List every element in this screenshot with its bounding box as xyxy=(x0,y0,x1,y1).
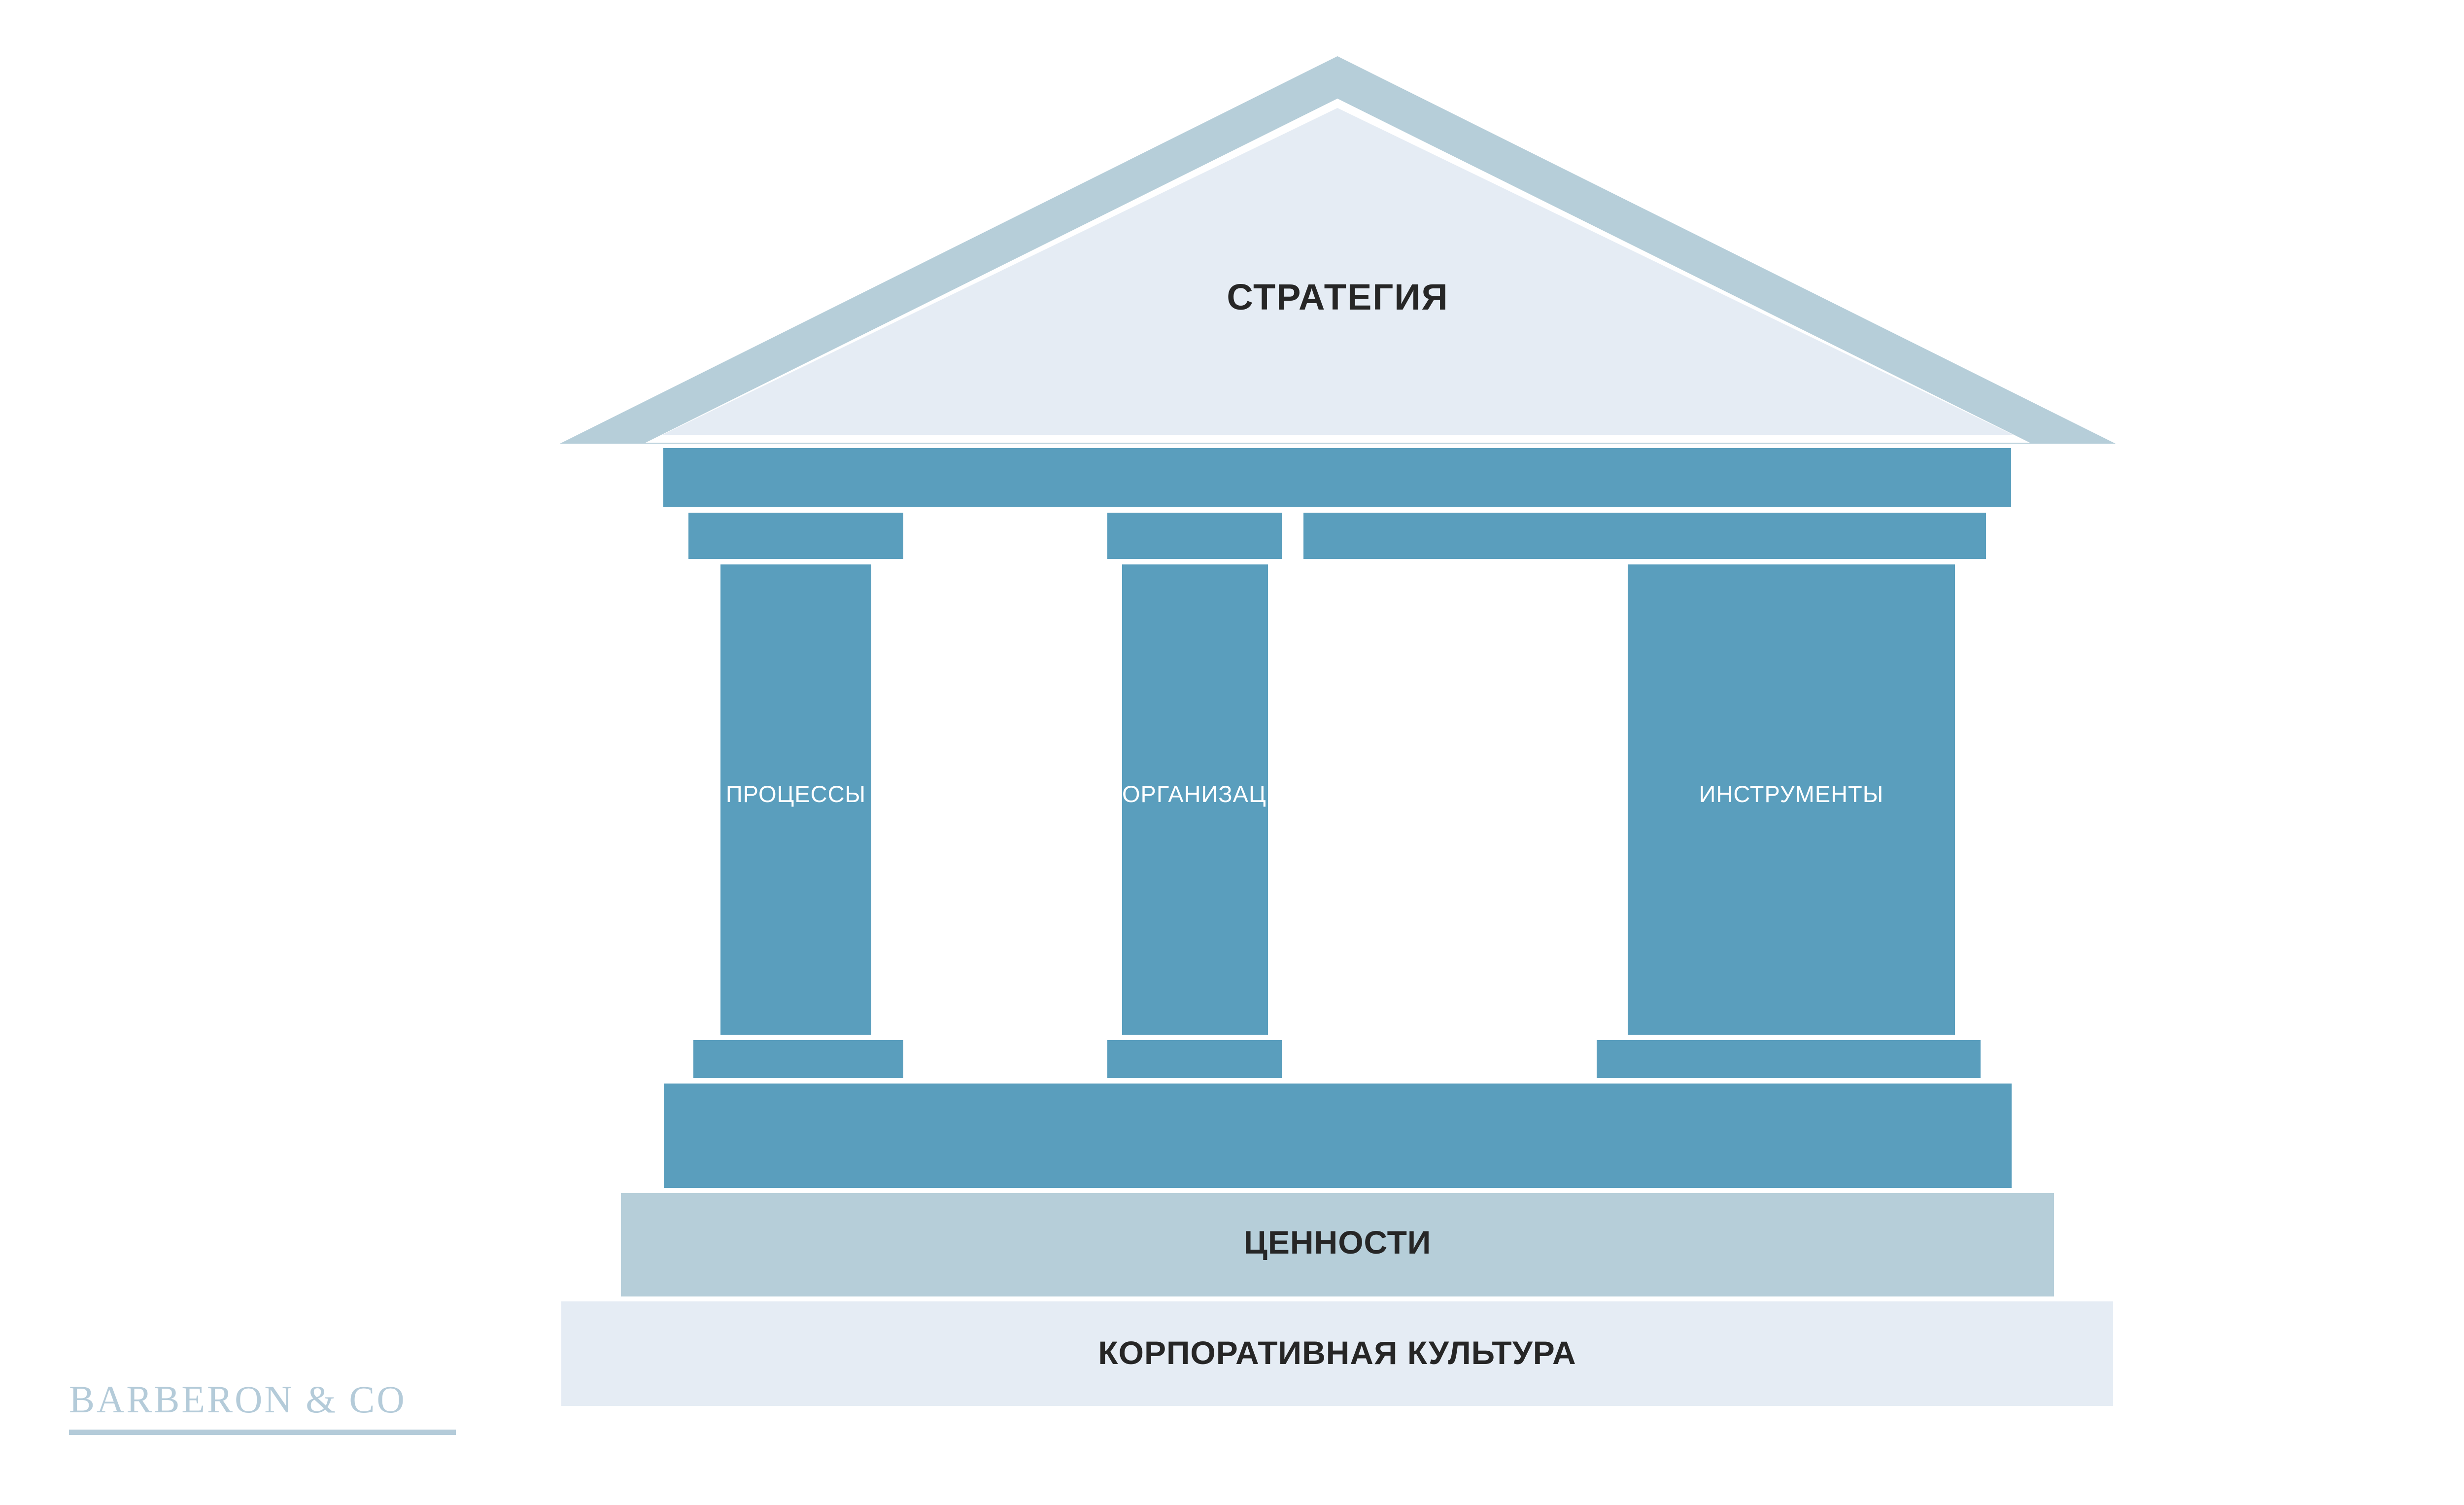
gap-mask-shaft-1-2 xyxy=(871,564,1122,1035)
values-band[interactable]: ЦЕННОСТИ xyxy=(621,1193,2054,1296)
architrave-beam xyxy=(663,448,2011,507)
pediment-outer-triangle xyxy=(560,56,2116,444)
column-2-label-top: ОРГАНИЗАЦИЯ xyxy=(1122,781,1301,807)
gap-mask-shaft-right-3 xyxy=(1955,564,2014,1035)
column-3-base-top xyxy=(1597,1040,1981,1078)
stylobate-beam xyxy=(664,1084,2012,1188)
culture-band[interactable]: КОРПОРАТИВНАЯ КУЛЬТУРА xyxy=(561,1301,2113,1406)
pediment-inner-triangle xyxy=(662,108,2013,435)
column-1-label-top: ПРОЦЕССЫ xyxy=(725,781,866,807)
gap-mask-base-1-2 xyxy=(903,1035,1107,1085)
brand-logo[interactable]: BARBERON & CO xyxy=(69,1380,463,1435)
column-3-shaft-top[interactable]: ИНСТРУМЕНТЫ xyxy=(1628,564,1955,1035)
column-1-shaft-top[interactable]: ПРОЦЕССЫ xyxy=(720,564,871,1035)
gap-mask-capital-2-3 xyxy=(1282,508,1303,564)
pediment-inner-gap xyxy=(646,99,2030,443)
gap-mask-base-2-3 xyxy=(1282,1035,1303,1085)
logo-underline-rule xyxy=(69,1430,456,1435)
pediment-label: СТРАТЕГИЯ xyxy=(1227,277,1449,317)
column-3-label-top: ИНСТРУМЕНТЫ xyxy=(1699,781,1884,807)
column-2-capital-top xyxy=(1107,513,1282,559)
column-1-capital-top xyxy=(688,513,903,559)
gap-mask-shaft-2-3 xyxy=(1268,564,1628,1035)
column-3-capital-top xyxy=(1303,513,1986,559)
culture-band-label: КОРПОРАТИВНАЯ КУЛЬТУРА xyxy=(1098,1334,1576,1371)
values-band-label: ЦЕННОСТИ xyxy=(1243,1224,1432,1260)
gap-mask-capital-1-2 xyxy=(903,508,1107,564)
column-1-base-top xyxy=(693,1040,903,1078)
column-2-base-top xyxy=(1107,1040,1282,1078)
column-2-shaft-top[interactable]: ОРГАНИЗАЦИЯ xyxy=(1122,564,1301,1035)
logo-wordmark: BARBERON & CO xyxy=(69,1378,407,1421)
